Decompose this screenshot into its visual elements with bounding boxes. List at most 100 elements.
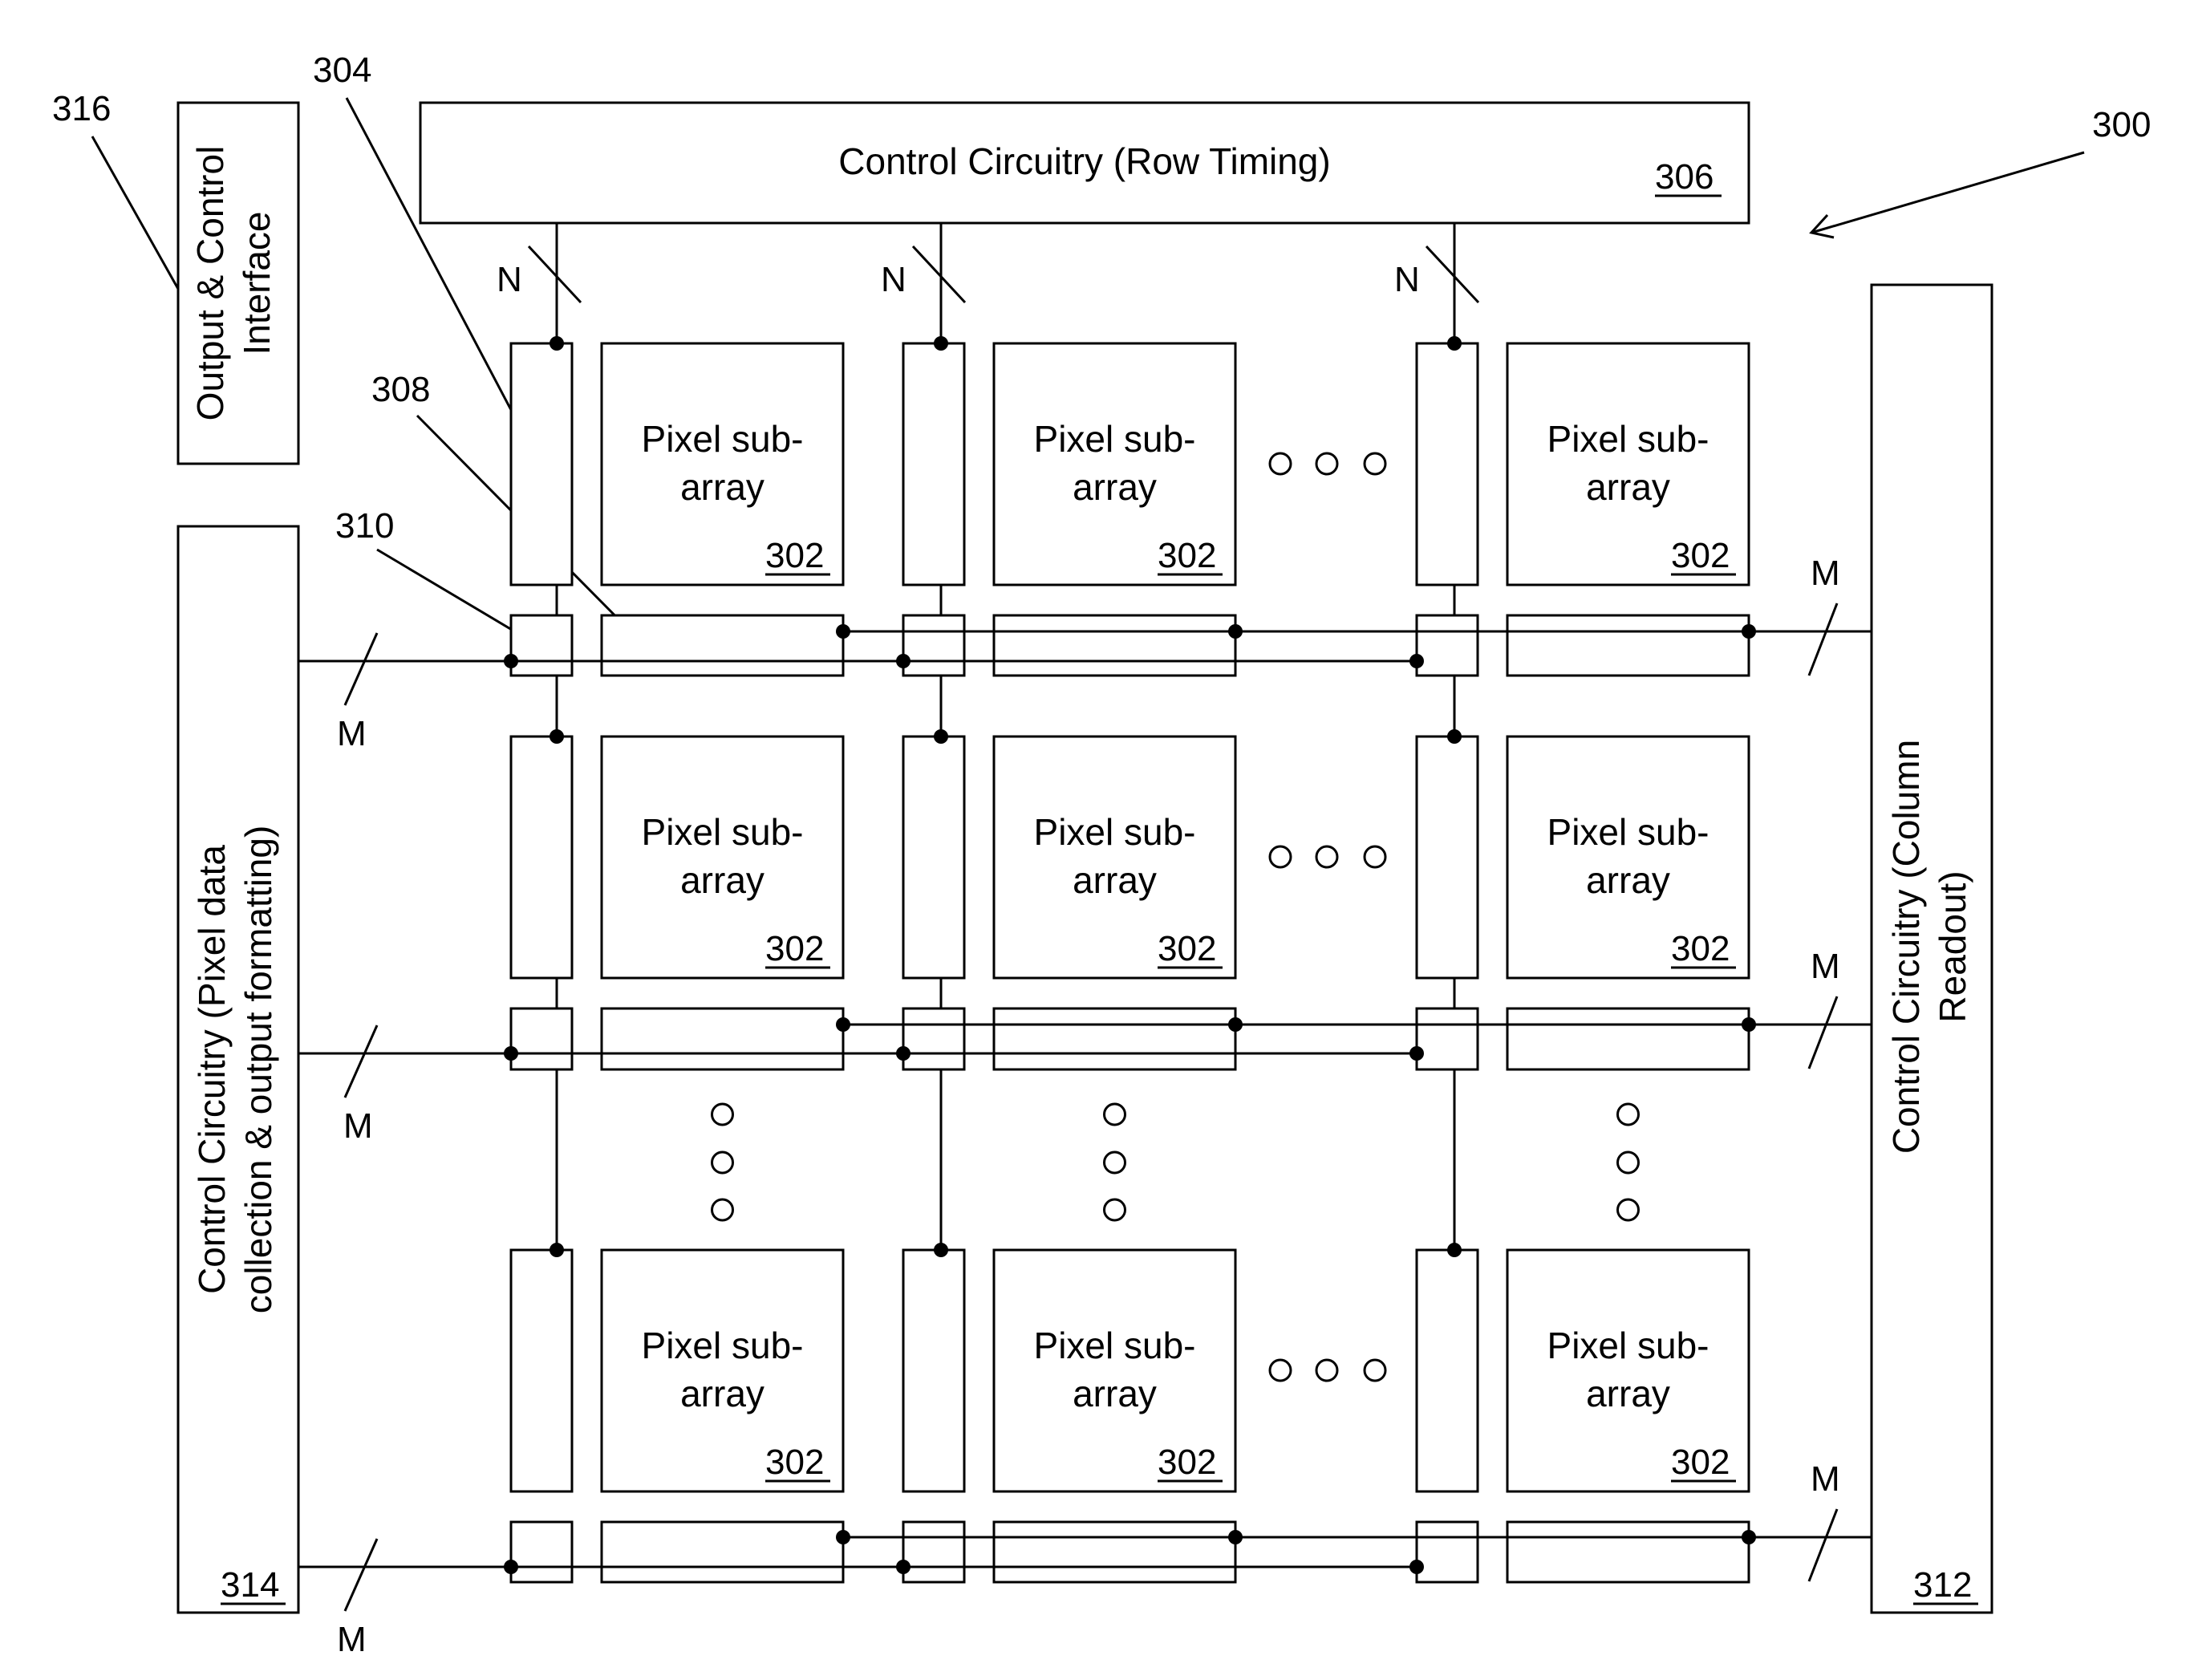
m-bus-slash-left-0	[345, 633, 377, 705]
row-strip-1-1	[903, 737, 964, 978]
pixel-subarray-label1: Pixel sub-	[1547, 1325, 1709, 1366]
m-bus-label-right-2: M	[1811, 1459, 1840, 1499]
column-bus-junction	[836, 624, 850, 639]
readout-box-0-2	[1507, 615, 1749, 676]
pixel-subarray-label2: array	[1586, 859, 1670, 901]
m-bus-label-left-2: M	[337, 1620, 367, 1659]
m-bus-label-right-0: M	[1811, 554, 1840, 593]
leader-310	[377, 550, 525, 638]
pixel-subarray-ref: 302	[1158, 929, 1216, 968]
pixel-subarray-label1: Pixel sub-	[642, 811, 804, 853]
readout-box-2-2	[1507, 1522, 1749, 1582]
ref-306: 306	[1655, 157, 1714, 197]
n-bus-junction	[934, 336, 948, 351]
pixel-subarray-ref: 302	[765, 536, 824, 575]
n-bus-junction	[550, 1243, 564, 1257]
ellipsis-dot-col-0	[712, 1199, 733, 1220]
m-bus-slash-right-1	[1809, 996, 1837, 1069]
ellipsis-dot-row-1	[1365, 846, 1385, 867]
ellipsis-dot-row-0	[1270, 453, 1291, 474]
bus-node-0-1	[903, 615, 964, 676]
ref-314: 314	[221, 1565, 279, 1605]
ellipsis-dot-col-1	[1105, 1104, 1125, 1125]
output-control-interface-block: Output & Control Interface	[178, 103, 298, 464]
ellipsis-dot-row-2	[1316, 1360, 1337, 1381]
bus-node-0-0	[511, 615, 572, 676]
readout-box-1-1	[994, 1008, 1235, 1069]
ellipsis-dot-row-0	[1365, 453, 1385, 474]
pixel-subarray-ref: 302	[1671, 1443, 1730, 1482]
row-strip-1-2	[1417, 737, 1478, 978]
ellipsis-dot-col-2	[1618, 1152, 1639, 1173]
n-bus-junction	[1447, 336, 1462, 351]
figure-number: 300	[2092, 105, 2151, 144]
pixel-subarray-ref: 302	[1158, 536, 1216, 575]
row-strip-2-2	[1417, 1250, 1478, 1491]
pixel-data-bus-junction	[1409, 654, 1424, 668]
readout-box-2-1	[994, 1522, 1235, 1582]
ellipsis-dot-row-0	[1316, 453, 1337, 474]
pixel-subarray-label2: array	[1073, 859, 1157, 901]
bus-node-1-1	[903, 1008, 964, 1069]
ref-304: 304	[313, 51, 371, 90]
bus-node-0-2	[1417, 615, 1478, 676]
bus-node-1-0	[511, 1008, 572, 1069]
n-bus-junction	[934, 729, 948, 744]
column-readout-line1: Control Circuitry (Column	[1885, 740, 1927, 1154]
pixel-data-block: Control Circuitry (Pixel data collection…	[178, 526, 298, 1613]
bus-node-1-2	[1417, 1008, 1478, 1069]
pixel-subarray-label2: array	[1073, 1373, 1157, 1414]
pixel-subarray-ref: 302	[765, 929, 824, 968]
row-strip-0-0	[511, 343, 572, 585]
readout-box-2-0	[602, 1522, 843, 1582]
row-strip-0-2	[1417, 343, 1478, 585]
ref-310: 310	[335, 506, 394, 546]
pixel-data-line2: collection & output formatting)	[237, 826, 279, 1314]
m-bus-label-left-1: M	[343, 1106, 373, 1146]
n-bus-label-2: N	[1394, 260, 1420, 299]
m-bus-slash-right-0	[1809, 603, 1837, 676]
pixel-data-bus-junction	[896, 654, 910, 668]
pixel-subarray-label2: array	[1586, 1373, 1670, 1414]
ref-308: 308	[371, 370, 430, 409]
pixel-subarray-label1: Pixel sub-	[642, 418, 804, 460]
output-control-line1: Output & Control	[189, 146, 231, 421]
ellipsis-dot-col-0	[712, 1104, 733, 1125]
column-bus-junction	[1742, 1017, 1756, 1032]
pixel-subarray-ref: 302	[1671, 929, 1730, 968]
pixel-data-bus-junction	[504, 1046, 518, 1061]
column-bus-junction	[1228, 1017, 1243, 1032]
row-strip-0-1	[903, 343, 964, 585]
pixel-data-bus-junction	[1409, 1560, 1424, 1574]
pixel-subarray-label2: array	[1586, 466, 1670, 508]
pixel-subarray-label2: array	[680, 466, 764, 508]
ellipsis-dot-col-0	[712, 1152, 733, 1173]
n-bus-junction	[934, 1243, 948, 1257]
column-bus-junction	[836, 1017, 850, 1032]
ellipsis-dot-col-2	[1618, 1199, 1639, 1220]
ellipsis-dot-row-2	[1365, 1360, 1385, 1381]
ellipsis-dot-col-2	[1618, 1104, 1639, 1125]
pixel-subarray-label1: Pixel sub-	[1547, 811, 1709, 853]
column-bus-junction	[1228, 624, 1243, 639]
column-bus-junction	[1228, 1530, 1243, 1544]
n-bus-label-1: N	[881, 260, 906, 299]
pixel-data-bus-junction	[896, 1046, 910, 1061]
pixel-subarray-label1: Pixel sub-	[1034, 811, 1196, 853]
bus-node-2-2	[1417, 1522, 1478, 1582]
pixel-data-bus-junction	[504, 1560, 518, 1574]
pixel-grid: NNNPixel sub-array302Pixel sub-array302P…	[298, 223, 1872, 1659]
n-bus-slash-1	[913, 246, 965, 302]
ref-312: 312	[1913, 1565, 1972, 1605]
n-bus-junction	[550, 336, 564, 351]
row-strip-2-1	[903, 1250, 964, 1491]
m-bus-slash-left-2	[345, 1539, 377, 1611]
ellipsis-dot-col-1	[1105, 1152, 1125, 1173]
m-bus-slash-right-2	[1809, 1509, 1837, 1581]
pixel-subarray-label1: Pixel sub-	[642, 1325, 804, 1366]
n-bus-junction	[550, 729, 564, 744]
ellipsis-dot-row-1	[1270, 846, 1291, 867]
figure-arrow-shaft	[1811, 152, 2084, 233]
pixel-subarray-label1: Pixel sub-	[1034, 418, 1196, 460]
